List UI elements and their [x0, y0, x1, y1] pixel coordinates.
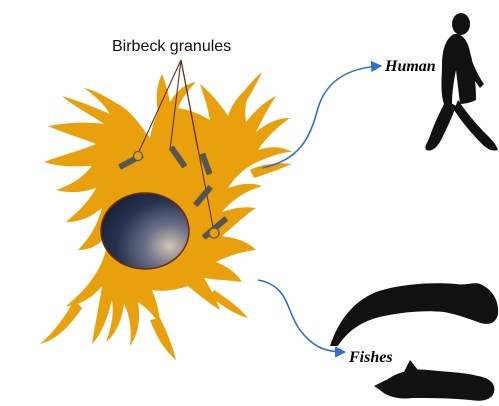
granule-bulb — [134, 152, 143, 161]
dendrite — [150, 318, 176, 360]
dendrite — [234, 72, 262, 112]
birbeck-granules-label: Birbeck granules — [112, 38, 252, 56]
fishes-label: Fishes — [349, 349, 393, 367]
nucleus — [101, 193, 189, 269]
granule-bulb — [209, 228, 219, 238]
human-silhouette-icon — [425, 13, 498, 151]
fish-silhouette-icon — [330, 283, 498, 400]
arrow-to-fishes — [258, 280, 344, 352]
human-label: Human — [385, 58, 436, 76]
dendrite — [40, 300, 82, 344]
